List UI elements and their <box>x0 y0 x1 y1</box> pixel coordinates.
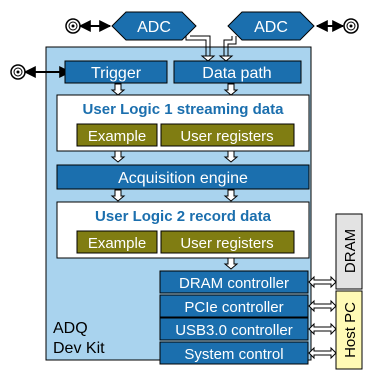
usb-controller-block <box>159 317 309 341</box>
data-path-label: Data path <box>202 65 271 82</box>
ul1-example-label: Example <box>88 128 146 145</box>
data-path-block <box>173 60 302 84</box>
adc-right-label: ADC <box>254 19 288 36</box>
kit-label-line2: Dev Kit <box>53 340 105 357</box>
adc-to-datapath-arrows <box>185 35 237 62</box>
adc-left-group: ADC <box>65 11 197 41</box>
adc-left <box>111 11 197 41</box>
trigger-connector-group <box>10 64 72 80</box>
adc-right <box>227 11 315 41</box>
system-control-label: System control <box>184 346 283 363</box>
adc-left-label: ADC <box>137 19 171 36</box>
ul2-user-registers-label: User registers <box>180 235 273 252</box>
ul1-example-block <box>76 123 158 147</box>
adc-right-group: ADC <box>227 11 359 41</box>
host-pc-block <box>335 290 363 370</box>
system-control-block <box>159 341 309 365</box>
ul1-user-registers-block <box>160 123 295 147</box>
ul2-example-label: Example <box>88 235 146 252</box>
flow-arrows <box>110 83 239 270</box>
ul2-example-block <box>76 230 158 254</box>
ul2-user-registers-block <box>160 230 295 254</box>
kit-label-line1: ADQ <box>53 320 88 337</box>
bidirectional-arrows <box>308 275 337 360</box>
ul1-user-registers-label: User registers <box>180 128 273 145</box>
pcie-controller-label: PCIe controller <box>184 299 283 316</box>
host-pc-label: Host PC <box>342 302 359 358</box>
acquisition-engine-label: Acquisition engine <box>118 170 248 187</box>
dram-block <box>335 213 363 290</box>
acquisition-engine-block <box>56 164 310 190</box>
dram-label: DRAM <box>342 229 359 273</box>
user-logic-1-label: User Logic 1 streaming data <box>83 101 285 118</box>
usb-controller-label: USB3.0 controller <box>175 322 293 339</box>
dram-controller-label: DRAM controller <box>179 275 289 292</box>
trigger-label: Trigger <box>91 65 142 82</box>
dram-controller-block <box>159 270 309 294</box>
pcie-controller-block <box>159 294 309 318</box>
trigger-block <box>64 60 168 84</box>
user-logic-2-label: User Logic 2 record data <box>95 208 272 225</box>
